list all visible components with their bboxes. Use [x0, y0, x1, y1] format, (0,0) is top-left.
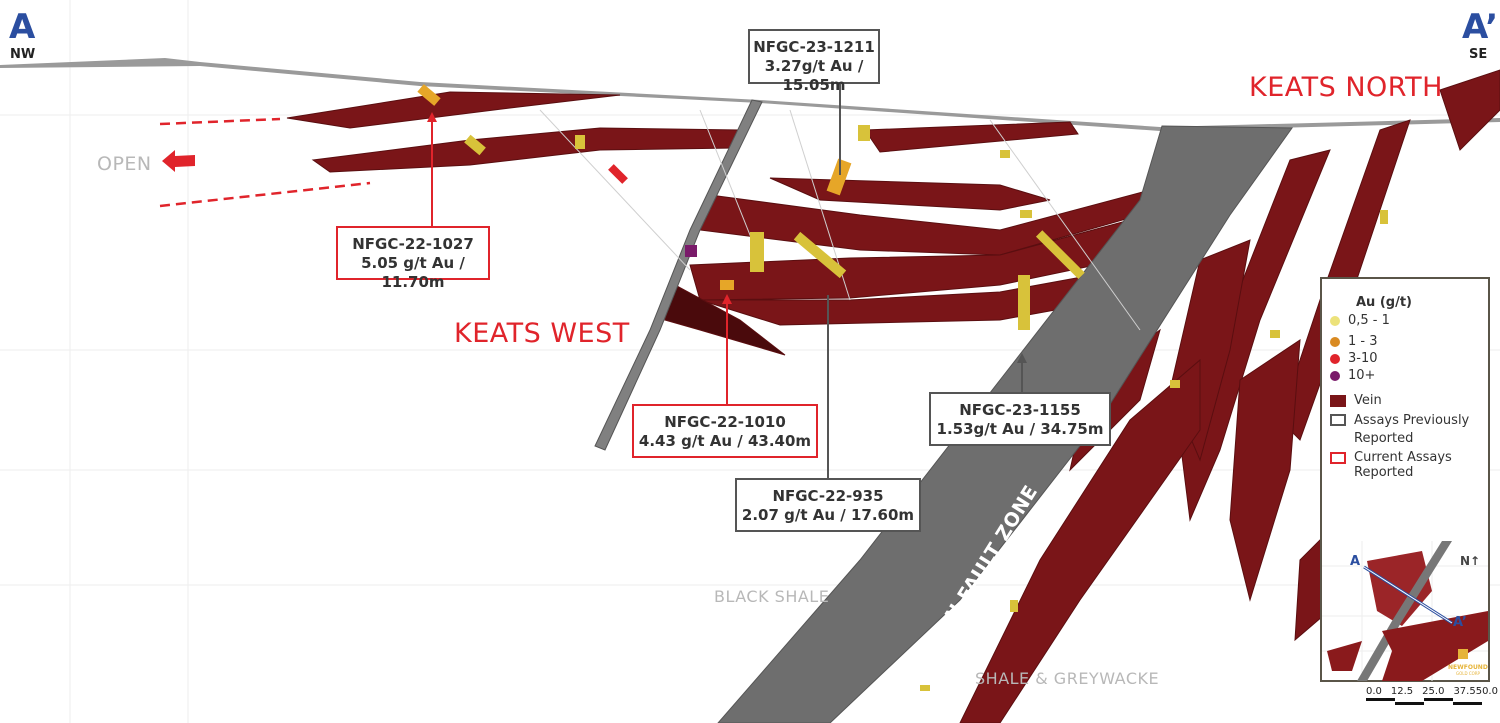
scale-tick: 37.5 [1453, 686, 1476, 697]
grade-label: 3-10 [1348, 351, 1378, 366]
legend-grade-1: 1 - 3 [1330, 333, 1488, 350]
legend-grade-2: 3-10 [1330, 350, 1488, 367]
assay-intercepts [417, 84, 1388, 691]
topography-surface [0, 58, 1500, 131]
section-end-label: A’ [1462, 7, 1499, 47]
black-shale-label: BLACK SHALE [714, 587, 830, 606]
inset-a-label: A [1350, 554, 1360, 569]
open-arrow-icon [162, 150, 195, 172]
callout-nfgc-23-1155[interactable]: NFGC-23-1155 1.53g/t Au / 34.75m [929, 392, 1111, 446]
grade-label: 10+ [1348, 368, 1376, 383]
open-label: OPEN [97, 153, 152, 175]
grade-dot-icon [1330, 336, 1340, 347]
keats-north-label: KEATS NORTH [1249, 72, 1443, 103]
newfound-logo-sub: GOLD CORP [1456, 671, 1481, 676]
callout-hole: NFGC-23-1211 [753, 38, 875, 56]
scale-tick: 50.0 [1475, 686, 1498, 697]
keats-west-label: KEATS WEST [454, 318, 630, 349]
vein-swatch-icon [1330, 394, 1346, 407]
veins [286, 69, 1500, 723]
callout-nfgc-22-1027[interactable]: NFGC-22-1027 5.05 g/t Au / 11.70m [336, 226, 490, 291]
legend-grade-0: 0,5 - 1 [1330, 312, 1488, 329]
legend-grade-3: 10+ [1330, 367, 1488, 384]
open-extension-lines [159, 117, 371, 208]
keats-west-fault [594, 99, 763, 451]
previous-label: Assays Previously Reported [1354, 413, 1470, 446]
newfound-logo-icon [1458, 649, 1468, 659]
legend-vein: Vein [1330, 392, 1488, 409]
grey-box-icon [1330, 414, 1346, 426]
scale-tick: 0.0 [1366, 686, 1382, 697]
legend-current: Current Assays Reported [1330, 450, 1488, 480]
newfound-logo: NEWFOUND [1448, 664, 1488, 671]
callout-assay: 3.27g/t Au / 15.05m [764, 57, 864, 94]
grade-dot-icon [1330, 353, 1340, 364]
scale-tick: 12.5 [1390, 686, 1414, 697]
callout-hole: NFGC-22-1027 [352, 235, 474, 253]
north-arrow-icon: N↑ [1460, 554, 1480, 568]
section-start-direction: NW [10, 47, 36, 62]
section-end-direction: SE [1469, 47, 1488, 62]
callout-assay: 5.05 g/t Au / 11.70m [361, 254, 465, 291]
legend-previous: Assays Previously Reported [1330, 412, 1488, 448]
grade-dot-icon [1330, 315, 1340, 326]
callout-nfgc-22-1010[interactable]: NFGC-22-1010 4.43 g/t Au / 43.40m [632, 404, 818, 458]
callout-nfgc-23-1211[interactable]: NFGC-23-1211 3.27g/t Au / 15.05m [748, 29, 880, 94]
section-start-label: A [9, 7, 36, 47]
callout-hole: NFGC-23-1155 [959, 401, 1081, 419]
vein-label: Vein [1354, 393, 1382, 408]
grade-label: 0,5 - 1 [1348, 313, 1390, 328]
current-label: Current Assays Reported [1354, 450, 1452, 480]
callout-assay: 1.53g/t Au / 34.75m [936, 420, 1104, 438]
callout-assay: 4.43 g/t Au / 43.40m [638, 432, 812, 450]
scale-tick: 25.0 [1422, 686, 1445, 697]
callout-hole: NFGC-22-1010 [664, 413, 786, 431]
location-inset-map: A A’ N↑ NEWFOUND GOLD CORP [1322, 541, 1488, 681]
legend: Au (g/t) 0,5 - 1 1 - 3 3-10 10+ Vein Ass… [1320, 277, 1490, 682]
inset-a-prime-label: A’ [1453, 615, 1467, 630]
grade-label: 1 - 3 [1348, 334, 1378, 349]
shale-greywacke-label: SHALE & GREYWACKE [975, 669, 1160, 688]
grade-dot-icon [1330, 370, 1340, 381]
red-box-icon [1330, 452, 1346, 464]
callout-hole: NFGC-22-935 [772, 487, 884, 505]
callout-leaders [427, 84, 1027, 478]
callout-assay: 2.07 g/t Au / 17.60m [741, 506, 915, 524]
callout-nfgc-22-935[interactable]: NFGC-22-935 2.07 g/t Au / 17.60m [735, 478, 921, 532]
scale-bar: 0.0 12.5 25.0 37.5 50.0 [1366, 686, 1498, 706]
legend-title: Au (g/t) [1356, 295, 1412, 310]
